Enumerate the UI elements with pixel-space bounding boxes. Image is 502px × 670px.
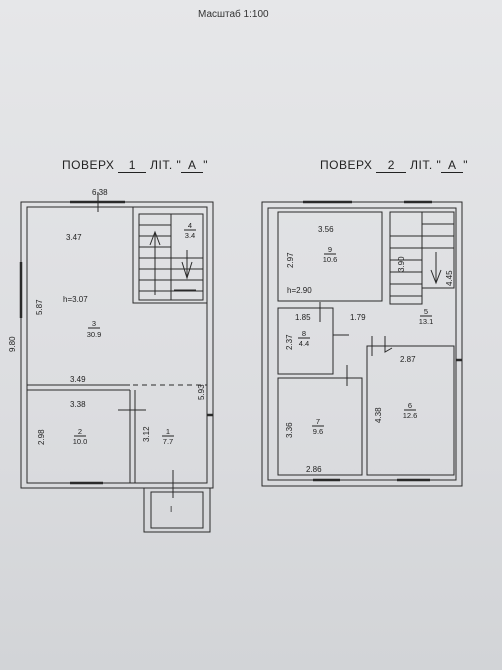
room6-area: 12.6 [403,411,418,420]
room-height-2: h=2.90 [287,286,312,295]
floor1-outer-wall [20,201,214,489]
room6-num: 6 [408,401,412,410]
dim-2-98: 2.98 [37,429,46,445]
floor1-labels: 6.38 3.47 h=3.07 5.87 9.80 3.49 3.38 2.9… [8,188,206,514]
room1-num: 1 [166,427,170,436]
floor2-stairs-right [421,211,455,289]
scale-label: Масштаб 1:100 [198,9,269,20]
floor2-room9 [277,211,383,302]
room9-num: 9 [328,245,332,254]
room1-area: 7.7 [163,437,173,446]
room2-area: 10.0 [73,437,88,446]
room7-num: 7 [316,417,320,426]
floor1-plan [19,192,214,533]
dim-9-80: 9.80 [8,336,17,352]
dim-3-56: 3.56 [318,225,334,234]
room8-num: 8 [302,329,306,338]
dim-3-36: 3.36 [285,422,294,438]
floor2-stairs-left [389,211,423,305]
floor2-room8 [277,307,334,375]
floor2-word: ПОВЕРХ [320,158,373,172]
room5-num: 5 [424,307,428,316]
floor2-plan [261,200,463,487]
floor2-room6 [366,345,455,476]
floor1-number: 1 [118,158,147,173]
room7-area: 9.6 [313,427,323,436]
floor2-outer-wall [261,201,463,487]
dim-2-86: 2.86 [306,465,322,474]
dim-2-97: 2.97 [286,252,295,268]
room5-area: 13.1 [419,317,434,326]
floor1-stair-block [132,206,208,304]
floor1-word: ПОВЕРХ [62,158,115,172]
floor1-stair-arrowhead [149,230,161,246]
dim-4-45: 4.45 [445,270,454,286]
dim-3-12: 3.12 [142,426,151,442]
floor2-number: 2 [376,158,407,173]
floor1-letter: А [181,158,204,173]
floor1-header: ПОВЕРХ 1 ЛІТ. "А" [62,158,209,173]
floor1-porch-inner [150,491,204,529]
floor1-stairs-right [170,213,204,301]
room-height-1: h=3.07 [63,295,88,304]
dim-2-87: 2.87 [400,355,416,364]
floor1-inner-wall [26,206,208,484]
floor2-labels: 3.56 2.97 h=2.90 1.85 1.79 2.37 2.87 3.3… [285,225,454,474]
dim-5-93: 5.93 [197,384,206,400]
room2-num: 2 [78,427,82,436]
floor2-inner-wall [267,207,457,481]
dim-2-37: 2.37 [285,334,294,350]
dim-6-38: 6.38 [92,188,108,197]
dim-4-38: 4.38 [374,407,383,423]
floor2-letter: А [441,158,464,173]
room8-area: 4.4 [299,339,309,348]
room4-area: 3.4 [185,231,195,240]
floor1-lit: ЛІТ. [150,158,173,172]
dim-3-38: 3.38 [70,400,86,409]
floor2-lit: ЛІТ. [410,158,433,172]
room3-area: 30.9 [87,330,102,339]
room3-num: 3 [92,319,96,328]
dim-3-49: 3.49 [70,375,86,384]
dim-1-79: 1.79 [350,313,366,322]
floor2-room7 [277,377,363,476]
dim-3-90: 3.90 [397,256,406,272]
porch-label: I [170,505,172,514]
dim-5-87: 5.87 [35,299,44,315]
floor2-header: ПОВЕРХ 2 ЛІТ. "А" [320,158,469,173]
room4-num: 4 [188,221,192,230]
room9-area: 10.6 [323,255,338,264]
dim-1-85: 1.85 [295,313,311,322]
floor1-porch [143,487,211,533]
dim-3-47: 3.47 [66,233,82,242]
